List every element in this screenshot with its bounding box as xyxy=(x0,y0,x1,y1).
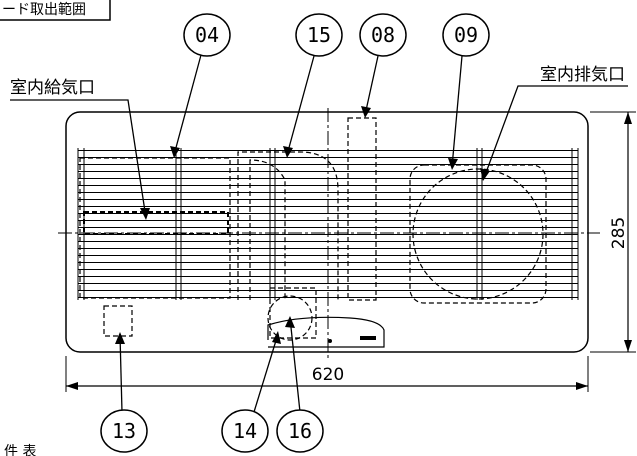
callout-08: 08 xyxy=(359,13,407,57)
callout-09: 09 xyxy=(442,13,490,57)
callout-04-label: 04 xyxy=(195,23,219,47)
supply-port-label: 室内給気口 xyxy=(10,78,95,98)
callout-leaders xyxy=(119,54,463,413)
part-16-region xyxy=(267,287,317,341)
width-dimension: 620 xyxy=(65,356,589,392)
duct-15-region xyxy=(237,151,339,300)
width-dimension-label: 620 xyxy=(312,365,344,385)
duct-08-region xyxy=(347,117,377,301)
cord-range-label-box: ード取出範囲 xyxy=(0,0,111,21)
callout-16: 16 xyxy=(276,409,324,453)
exhaust-port-label: 室内排気口 xyxy=(540,65,625,85)
part-13-region xyxy=(103,305,133,337)
unit-outline xyxy=(65,111,589,353)
callout-13: 13 xyxy=(100,409,148,453)
exhaust-duct-region xyxy=(409,164,547,304)
center-lines xyxy=(58,108,600,360)
callout-04: 04 xyxy=(183,13,231,57)
callout-09-label: 09 xyxy=(454,23,478,47)
callout-14-label: 14 xyxy=(233,419,257,443)
terminal-bracket xyxy=(267,316,385,348)
callout-15-label: 15 xyxy=(307,23,331,47)
callout-16-label: 16 xyxy=(288,419,312,443)
height-dimension: 285 xyxy=(590,111,636,353)
callout-14: 14 xyxy=(221,409,269,453)
supply-duct-region xyxy=(79,157,231,299)
callout-08-label: 08 xyxy=(371,23,395,47)
callout-15: 15 xyxy=(295,13,343,57)
height-dimension-label: 285 xyxy=(609,217,629,249)
grille-vertical-lines xyxy=(77,148,579,300)
callout-arrowheads xyxy=(115,106,458,344)
cord-range-label: ード取出範囲 xyxy=(2,1,86,18)
callout-13-label: 13 xyxy=(112,419,136,443)
bottom-text-fragment: 件 表 xyxy=(4,444,36,456)
